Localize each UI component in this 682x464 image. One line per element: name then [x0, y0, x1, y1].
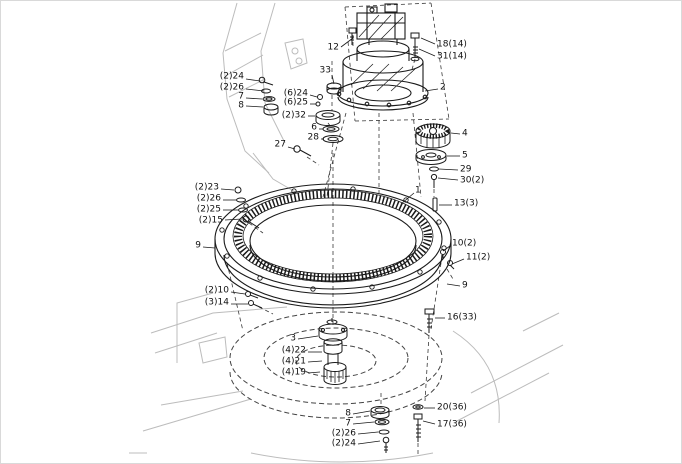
- seal-parts-column: [293, 82, 344, 157]
- part-callout: (4)21: [281, 356, 306, 367]
- part-callout: 27: [274, 139, 286, 150]
- part-callout: (2)24: [331, 438, 356, 449]
- callout-leader: [442, 245, 451, 252]
- bottom-fasteners: [370, 404, 424, 453]
- lower-frame-circle: [229, 311, 443, 419]
- part-callout: (2)15: [198, 215, 223, 226]
- part-callout: 28: [307, 132, 319, 143]
- part-callout: 17(36): [437, 419, 467, 430]
- part-callout: (2)24: [219, 71, 244, 82]
- part-callout: 13(3): [454, 198, 479, 209]
- callout-leader: [202, 246, 216, 249]
- part-callout: 18(14): [437, 39, 467, 50]
- cover-plate-group: [415, 149, 447, 188]
- part-callout: 8: [238, 100, 244, 111]
- callout-leader: [230, 291, 246, 295]
- callout-leader: [450, 132, 461, 135]
- part-callout: 33: [319, 65, 331, 76]
- part-callout: 20(36): [437, 402, 467, 413]
- callout-leader: [451, 258, 465, 265]
- ring-fasteners-right: [424, 197, 455, 333]
- callout-leader: [307, 360, 323, 363]
- callout-leader-lines: [202, 37, 465, 445]
- callout-leader: [437, 177, 459, 181]
- callout-leader: [422, 420, 436, 425]
- slew-ring-gear: [214, 183, 452, 309]
- part-callout: (2)26: [331, 428, 356, 439]
- callout-leader: [307, 371, 321, 374]
- callout-leader: [400, 192, 415, 205]
- callout-leader: [424, 88, 439, 92]
- callout-leader: [331, 74, 335, 85]
- motor-mount-bolts: [348, 27, 420, 62]
- callout-leader: [224, 218, 243, 221]
- part-callout: 16(33): [447, 312, 477, 323]
- callout-leader: [287, 146, 296, 150]
- callout-leader: [357, 440, 381, 445]
- part-callout: (2)32: [281, 110, 306, 121]
- callout-leader: [245, 78, 261, 82]
- part-callout: 2: [440, 82, 446, 93]
- callout-leader: [340, 37, 354, 48]
- part-callout: (3)14: [204, 297, 229, 308]
- callout-leader: [352, 410, 371, 415]
- callout-leader: [352, 421, 375, 425]
- construction-dashed-lines: [226, 2, 454, 455]
- part-callout: 5: [462, 150, 468, 161]
- callout-leader: [245, 97, 263, 100]
- callout-leader: [245, 88, 265, 92]
- part-callout: 9: [462, 280, 468, 291]
- callout-leader: [418, 48, 436, 57]
- part-callout: 29: [460, 164, 472, 175]
- part-callout: (2)10: [204, 285, 229, 296]
- part-callout: (6)25: [283, 97, 308, 108]
- left-fastener-groups: [234, 76, 279, 309]
- callout-leader: [297, 335, 319, 340]
- callout-leader: [446, 283, 461, 287]
- part-callout: (2)26: [219, 82, 244, 93]
- part-callout: 11(2): [466, 252, 491, 263]
- part-callout: 3: [290, 333, 296, 344]
- part-callout: 8: [345, 408, 351, 419]
- part-callout: 10(2): [452, 238, 477, 249]
- background-machine-outline: [129, 2, 564, 463]
- coupling-gear: [415, 123, 451, 149]
- callout-leader: [438, 168, 459, 171]
- callout-leader: [420, 37, 436, 45]
- part-callout: 7: [238, 91, 244, 102]
- part-callout: (2)26: [196, 193, 221, 204]
- part-callout: (2)25: [196, 204, 221, 215]
- part-callout: (4)19: [281, 367, 306, 378]
- part-callout: 31(14): [437, 51, 467, 62]
- callout-leader: [309, 94, 318, 98]
- part-callout: (4)22: [281, 345, 306, 356]
- part-callout: 30(2): [460, 175, 485, 186]
- callout-leader: [220, 188, 235, 191]
- swing-motor: [336, 3, 429, 111]
- part-callout: 1: [415, 185, 421, 196]
- part-callout: 7: [345, 418, 351, 429]
- callout-leader: [245, 105, 264, 108]
- part-callout: 4: [462, 128, 468, 139]
- part-callout: 9: [195, 240, 201, 251]
- pinion-assembly: [318, 318, 348, 385]
- part-callout: 6: [311, 122, 317, 133]
- part-callout: (6)24: [283, 88, 308, 99]
- part-callout: (2)23: [194, 182, 219, 193]
- callout-leader: [357, 431, 379, 435]
- part-callout: 12: [327, 42, 339, 53]
